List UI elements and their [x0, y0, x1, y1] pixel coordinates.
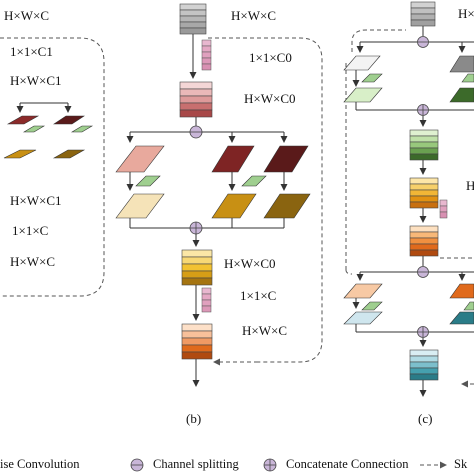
panel-b-salmon-block — [115, 145, 165, 173]
panel-b-dashed-boundary — [208, 37, 323, 363]
panel-a-ochre-block — [3, 149, 37, 159]
panel-a: H×W×C 1×1×C1 H×W×C1 H×W×C1 1×1×C H×W×C — [0, 8, 105, 297]
panel-c-peach-block — [343, 283, 383, 299]
panel-c-lightblue-block — [343, 311, 383, 325]
panel-c-label-1: H — [466, 178, 474, 193]
channel-splitting-symbol — [189, 125, 203, 139]
panel-c-channel-vector — [439, 199, 448, 219]
panel-a-red-block — [6, 115, 40, 125]
panel-c-orange-block — [449, 283, 474, 299]
legend: ise Convolution Channel splitting Concat… — [0, 457, 468, 472]
panel-c-output-tensor — [409, 349, 439, 381]
panel-a-dashed-boundary — [0, 37, 105, 297]
panel-b-channel-vector — [201, 39, 212, 71]
panel-a-label-5: H×W×C — [10, 254, 55, 269]
panel-b-label-4: 1×1×C — [240, 288, 276, 303]
legend-item-splitting: Channel splitting — [153, 457, 240, 471]
panel-c-gray-block — [449, 55, 474, 73]
panel-c: H — [343, 1, 474, 426]
panel-c-orange-tensor — [409, 225, 439, 257]
panel-c-input-tensor — [410, 1, 436, 27]
panel-c-green-kernel-2 — [461, 73, 474, 83]
panel-b-label-2: H×W×C0 — [244, 91, 296, 106]
panel-b-cream-block — [115, 193, 165, 219]
panel-c-yellow-tensor — [409, 177, 439, 209]
panel-a-label-4: 1×1×C — [12, 223, 48, 238]
legend-item-skip: Sk — [454, 457, 468, 471]
panel-c-teal-block — [449, 311, 474, 325]
concatenate-legend-icon — [263, 458, 277, 472]
panel-a-label-2: H×W×C1 — [10, 73, 62, 88]
panel-b: H×W×C 1×1×C0 H×W×C0 — [115, 3, 323, 426]
panel-c-green-kernel-3 — [361, 301, 383, 311]
panel-b-label-5: H×W×C — [242, 323, 287, 338]
panel-a-label-0: H×W×C — [4, 8, 49, 23]
legend-item-conv: ise Convolution — [0, 457, 80, 471]
panel-b-label-3: H×W×C0 — [224, 256, 276, 271]
panel-a-maroon-block — [53, 115, 85, 125]
panel-b-pink-tensor — [179, 81, 213, 118]
panel-c-green-kernel — [361, 73, 383, 83]
panel-b-label-1: 1×1×C0 — [249, 50, 292, 65]
legend-item-concat: Concatenate Connection — [286, 457, 409, 471]
panel-a-label-3: H×W×C1 — [10, 193, 62, 208]
panel-b-green-kernel-1 — [135, 175, 161, 187]
panel-b-label-0: H×W×C — [231, 8, 276, 23]
panel-b-channel-vector-2 — [201, 287, 212, 313]
panel-c-label-0: H×W×C — [458, 6, 474, 21]
panel-b-input-tensor — [179, 3, 207, 35]
panel-b-darkred-block — [211, 145, 255, 173]
panel-a-green-block-2 — [70, 125, 94, 133]
panel-b-caption: (b) — [186, 411, 201, 426]
panel-c-caption: (c) — [418, 411, 432, 426]
concatenate-symbol — [189, 221, 203, 235]
panel-c-lightgreen-block — [343, 87, 383, 103]
panel-a-label-1: 1×1×C1 — [10, 44, 53, 59]
panel-c-green-tensor — [409, 129, 439, 161]
panel-c-white-block — [343, 55, 381, 71]
channel-splitting-legend-icon — [130, 458, 144, 472]
panel-b-green-kernel-2 — [241, 175, 267, 187]
panel-b-ochre-block — [211, 193, 257, 219]
panel-b-maroon-block — [263, 145, 309, 173]
panel-c-green-kernel-4 — [463, 301, 474, 311]
panel-b-output-tensor — [181, 323, 213, 360]
panel-b-yellow-tensor — [181, 249, 213, 286]
panel-c-darkgreen-block — [449, 87, 474, 103]
panel-a-brown-block — [52, 149, 86, 159]
panel-b-brown-block — [263, 193, 311, 219]
panel-a-green-block — [22, 125, 46, 133]
